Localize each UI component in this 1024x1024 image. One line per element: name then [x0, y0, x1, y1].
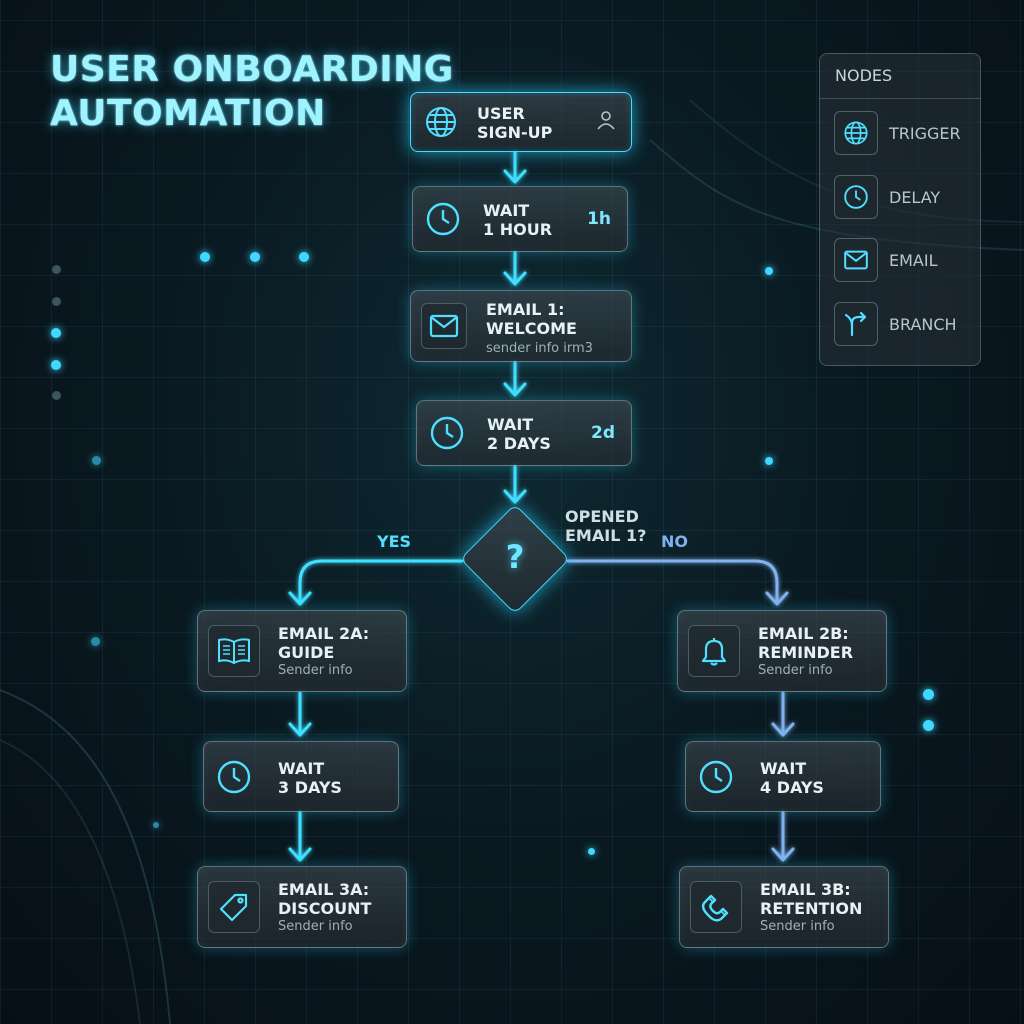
palette-item-email[interactable]: EMAIL [834, 238, 974, 284]
sender-info: sender info irm3 [486, 341, 593, 356]
palette-divider [820, 98, 980, 99]
decor-dot [52, 391, 61, 400]
node-label: EMAIL 1:WELCOME [486, 300, 577, 338]
branch-icon [834, 302, 878, 346]
node-label: EMAIL 3B:RETENTION [760, 880, 863, 918]
clock-icon [427, 413, 467, 453]
nodes-palette: NODES TRIGGER DELAY EMAIL [819, 53, 981, 366]
decor-dot [52, 297, 61, 306]
branch-label-yes: YES [377, 532, 412, 551]
clock-icon [423, 199, 463, 239]
palette-title: NODES [835, 66, 893, 85]
node-label: EMAIL 3A:DISCOUNT [278, 880, 372, 918]
node-email-3a-discount[interactable]: EMAIL 3A:DISCOUNT Sender info [197, 866, 407, 948]
decision-question: OPENED EMAIL 1? [565, 507, 647, 545]
decor-dot [765, 457, 773, 465]
palette-item-delay[interactable]: DELAY [834, 175, 974, 221]
arrow-wait4-email3b [771, 810, 795, 862]
node-label: EMAIL 2B:REMINDER [758, 624, 854, 662]
title-line-2: AUTOMATION [50, 93, 326, 134]
clock-icon [834, 175, 878, 219]
magnet-icon [690, 881, 742, 933]
sender-info: Sender info [760, 919, 835, 934]
decor-dot [923, 720, 934, 731]
arrow-wait1-email1 [503, 250, 527, 286]
bell-icon [688, 625, 740, 677]
palette-item-branch[interactable]: BRANCH [834, 302, 974, 348]
node-email-2b-reminder[interactable]: EMAIL 2B:REMINDER Sender info [677, 610, 887, 692]
decor-dot [299, 252, 309, 262]
arrow-yes-branch [288, 559, 464, 606]
decor-dot [51, 360, 61, 370]
palette-item-trigger[interactable]: TRIGGER [834, 111, 974, 157]
palette-item-label: DELAY [889, 188, 941, 207]
globe-icon [421, 102, 461, 142]
envelope-icon [834, 238, 878, 282]
palette-item-label: BRANCH [889, 315, 957, 334]
globe-icon [834, 111, 878, 155]
clock-icon [214, 757, 254, 797]
clock-icon [696, 757, 736, 797]
duration-badge: 1h [587, 209, 611, 229]
arrow-email2b-wait4 [771, 691, 795, 737]
question-icon: ? [505, 538, 525, 576]
palette-item-label: TRIGGER [889, 124, 961, 143]
tag-icon [208, 881, 260, 933]
branch-label-no: NO [661, 532, 688, 551]
arrow-email1-wait2 [503, 360, 527, 397]
sender-info: Sender info [758, 663, 833, 678]
decor-dot [51, 328, 61, 338]
arrow-email2a-wait3 [288, 691, 312, 737]
decor-dot [588, 848, 595, 855]
palette-item-label: EMAIL [889, 251, 938, 270]
book-icon [208, 625, 260, 677]
node-email-3b-retention[interactable]: EMAIL 3B:RETENTION Sender info [679, 866, 889, 948]
envelope-icon [421, 303, 467, 349]
decor-dot [153, 822, 159, 828]
decor-dot [250, 252, 260, 262]
arrow-wait2-decision [503, 464, 527, 504]
decor-dot [91, 637, 100, 646]
node-label: EMAIL 2A:GUIDE [278, 624, 370, 662]
decor-dot [923, 689, 934, 700]
title-line-1: USER ONBOARDING [50, 49, 454, 90]
user-icon [595, 109, 617, 135]
node-email-1-welcome[interactable]: EMAIL 1:WELCOME sender info irm3 [410, 290, 632, 362]
sender-info: Sender info [278, 663, 353, 678]
decor-dot [52, 265, 61, 274]
decor-dot [765, 267, 773, 275]
decor-dot [92, 456, 101, 465]
arrow-wait3-email3a [288, 810, 312, 862]
arrow-no-branch [566, 559, 789, 606]
sender-info: Sender info [278, 919, 353, 934]
arrow-signup-wait1 [503, 150, 527, 184]
node-email-2a-guide[interactable]: EMAIL 2A:GUIDE Sender info [197, 610, 407, 692]
page-title: USER ONBOARDING AUTOMATION [50, 48, 454, 136]
duration-badge: 2d [591, 423, 615, 443]
decor-dot [200, 252, 210, 262]
